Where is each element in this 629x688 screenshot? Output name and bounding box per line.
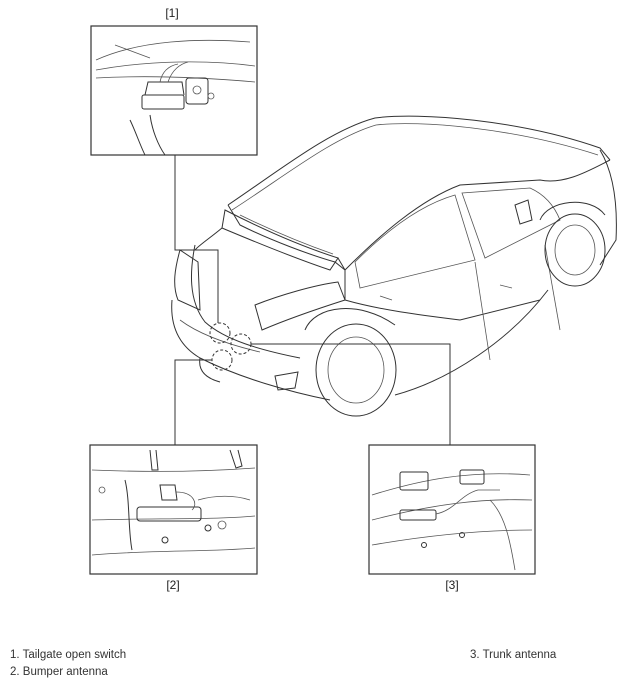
legend-item-trunk-antenna: 3. Trunk antenna [470, 649, 557, 661]
leader-line-2 [174, 359, 212, 445]
callout-label-3: [3] [445, 578, 459, 592]
leader-line-1 [174, 155, 219, 323]
legend-item-tailgate-open-switch: 1. Tailgate open switch [10, 649, 127, 661]
car-illustration [171, 115, 617, 417]
location-marker-trunk-antenna [230, 333, 252, 355]
detail-box-bumper-antenna [89, 444, 258, 575]
callout-label-2: [2] [166, 578, 180, 592]
leader-line-3 [251, 343, 451, 445]
detail-box-tailgate-switch [90, 25, 258, 156]
detail-box-trunk-antenna [368, 444, 536, 575]
callout-label-1: [1] [165, 6, 179, 20]
location-marker-bumper-antenna [211, 349, 233, 371]
location-marker-tailgate-switch [209, 322, 231, 344]
legend-item-bumper-antenna: 2. Bumper antenna [10, 666, 108, 678]
